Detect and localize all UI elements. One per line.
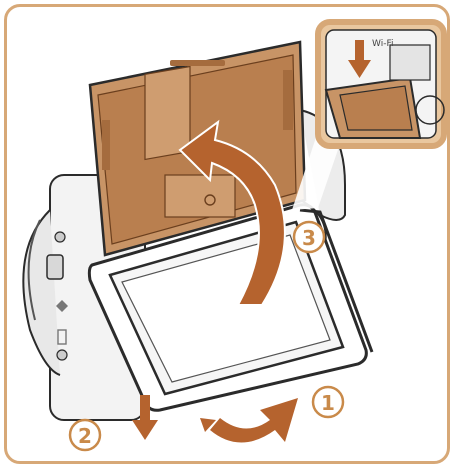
step-number-1: 1 [313, 387, 343, 417]
svg-text:2: 2 [78, 424, 92, 448]
svg-text:1: 1 [321, 391, 335, 415]
svg-text:3: 3 [302, 226, 316, 250]
step-number-2: 2 [70, 420, 100, 450]
step-number-3: 3 [294, 222, 324, 252]
wifi-label: Wi-Fi [372, 39, 393, 49]
tilt-arrow [200, 398, 298, 443]
